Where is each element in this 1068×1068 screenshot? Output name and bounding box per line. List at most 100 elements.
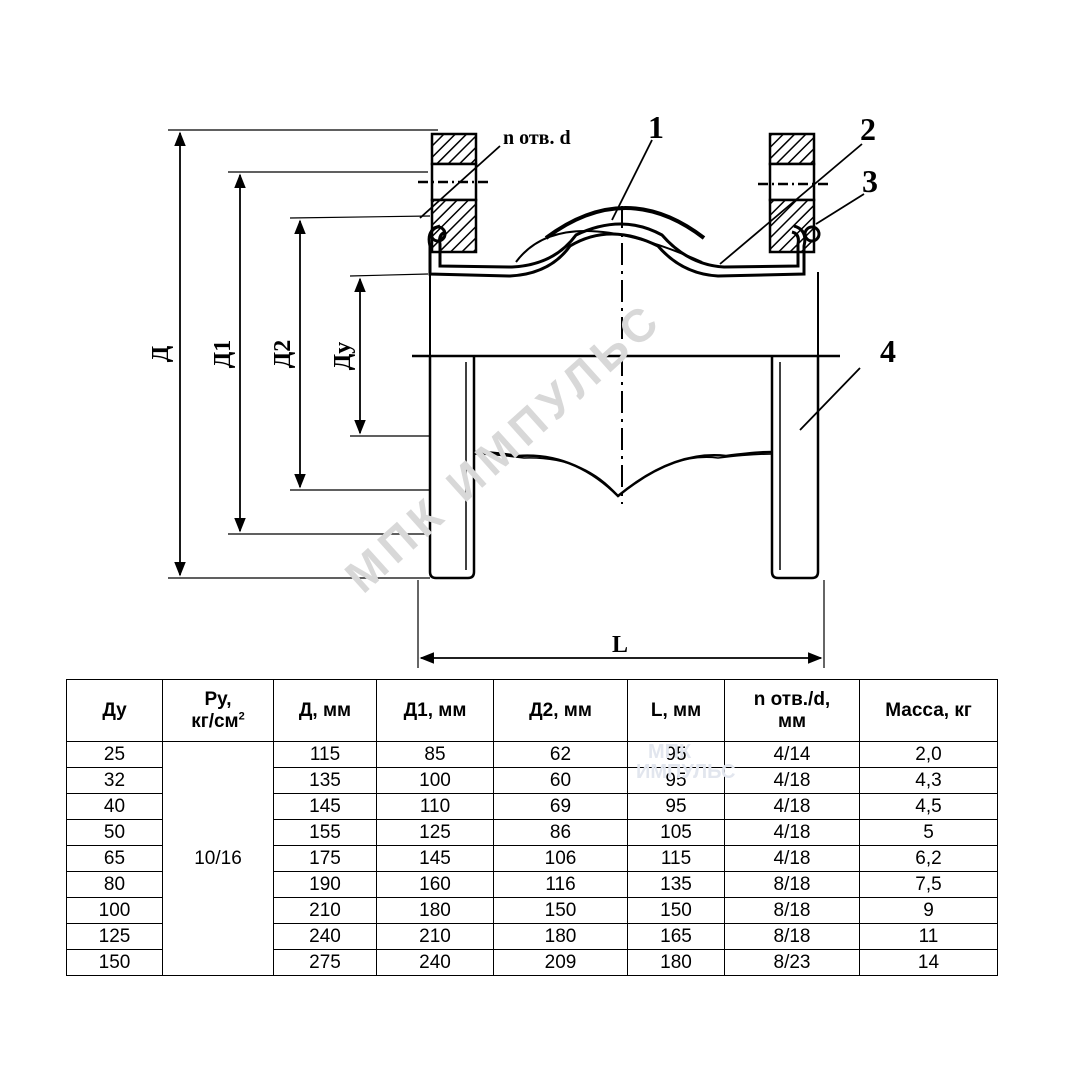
cell-d2: 106 — [493, 845, 628, 872]
cell-dy: 125 — [66, 923, 163, 950]
cell-holes: 8/18 — [724, 897, 860, 924]
cell-d: 240 — [273, 923, 377, 950]
cell-d2: 209 — [493, 949, 628, 976]
cell-dy: 100 — [66, 897, 163, 924]
header-dy: Ду — [66, 679, 163, 742]
cell-d1: 180 — [376, 897, 494, 924]
cell-holes: 8/18 — [724, 871, 860, 898]
cell-d2: 180 — [493, 923, 628, 950]
cell-d: 190 — [273, 871, 377, 898]
cell-mass: 4,3 — [859, 767, 998, 794]
cell-d1: 160 — [376, 871, 494, 898]
pipe-outline — [412, 272, 840, 358]
cell-d1: 100 — [376, 767, 494, 794]
rubber-body-section — [427, 206, 821, 278]
cell-d: 145 — [273, 793, 377, 820]
dimension-lines — [174, 131, 823, 664]
compensator-drawing: Д Д1 Д2 Ду L n отв. d 1 2 3 4 — [148, 109, 896, 668]
cell-mass: 14 — [859, 949, 998, 976]
cell-l: 115 — [627, 845, 725, 872]
cell-dy: 80 — [66, 871, 163, 898]
cell-d1: 85 — [376, 741, 494, 768]
header-d2: Д2, мм — [493, 679, 628, 742]
dim-label-d1: Д1 — [210, 340, 236, 369]
cell-l: 180 — [627, 949, 725, 976]
cell-mass: 9 — [859, 897, 998, 924]
cell-holes: 4/18 — [724, 793, 860, 820]
cell-mass: 7,5 — [859, 871, 998, 898]
header-mass: Масса, кг — [859, 679, 998, 742]
cell-mass: 2,0 — [859, 741, 998, 768]
dim-label-d: Д — [148, 345, 174, 362]
dim-label-l: L — [612, 632, 628, 658]
cell-holes: 4/18 — [724, 819, 860, 846]
cell-d2: 60 — [493, 767, 628, 794]
header-d1: Д1, мм — [376, 679, 494, 742]
header-pressure-sup: 2 — [238, 710, 245, 723]
header-holes-line1: n отв./d, — [753, 688, 831, 710]
cell-d2: 69 — [493, 793, 628, 820]
cell-pressure: 10/16 — [162, 741, 274, 976]
lower-body — [473, 450, 773, 498]
cell-dy: 65 — [66, 845, 163, 872]
cell-dy: 40 — [66, 793, 163, 820]
cell-d2: 62 — [493, 741, 628, 768]
cell-l: 105 — [627, 819, 725, 846]
callout-4: 4 — [880, 333, 896, 369]
table-header-row: Ду Ру, кг/см2 Д, мм Д1, мм Д2, мм L, мм … — [66, 679, 998, 742]
cell-dy: 25 — [66, 741, 163, 768]
dim-label-d2: Д2 — [270, 340, 296, 369]
cell-mass: 4,5 — [859, 793, 998, 820]
cell-d: 155 — [273, 819, 377, 846]
lower-flanges — [428, 356, 820, 580]
cell-mass: 11 — [859, 923, 998, 950]
cell-l: 150 — [627, 897, 725, 924]
header-l: L, мм — [627, 679, 725, 742]
cell-dy: 32 — [66, 767, 163, 794]
cell-l: 95 — [627, 741, 725, 768]
header-pressure-line1: Ру, — [204, 688, 232, 710]
cell-d2: 86 — [493, 819, 628, 846]
cell-d1: 145 — [376, 845, 494, 872]
extension-lines — [168, 129, 825, 668]
header-holes-line2: мм — [777, 710, 807, 732]
cell-d: 175 — [273, 845, 377, 872]
cell-d2: 150 — [493, 897, 628, 924]
header-pressure: Ру, кг/см2 — [162, 679, 274, 742]
cell-d: 115 — [273, 741, 377, 768]
cell-d1: 210 — [376, 923, 494, 950]
dim-label-dy: Ду — [330, 342, 356, 371]
cell-d1: 125 — [376, 819, 494, 846]
callout-3: 3 — [862, 163, 878, 199]
header-holes: n отв./d, мм — [724, 679, 860, 742]
cell-holes: 4/18 — [724, 767, 860, 794]
header-d: Д, мм — [273, 679, 377, 742]
cell-d: 275 — [273, 949, 377, 976]
cell-d2: 116 — [493, 871, 628, 898]
hole-label: n отв. d — [503, 127, 571, 149]
cell-l: 95 — [627, 793, 725, 820]
callout-2: 2 — [860, 111, 876, 147]
cell-holes: 4/18 — [724, 845, 860, 872]
cell-l: 95 — [627, 767, 725, 794]
header-pressure-line2: кг/см — [191, 710, 239, 732]
cell-dy: 150 — [66, 949, 163, 976]
cell-mass: 5 — [859, 819, 998, 846]
left-flange-section — [418, 132, 490, 254]
cell-holes: 8/18 — [724, 923, 860, 950]
cell-d1: 110 — [376, 793, 494, 820]
cell-d1: 240 — [376, 949, 494, 976]
specification-table: Ду Ру, кг/см2 Д, мм Д1, мм Д2, мм L, мм … — [66, 679, 998, 976]
cell-d: 135 — [273, 767, 377, 794]
cell-l: 135 — [627, 871, 725, 898]
right-flange-section — [758, 132, 828, 254]
callout-1: 1 — [648, 109, 664, 145]
